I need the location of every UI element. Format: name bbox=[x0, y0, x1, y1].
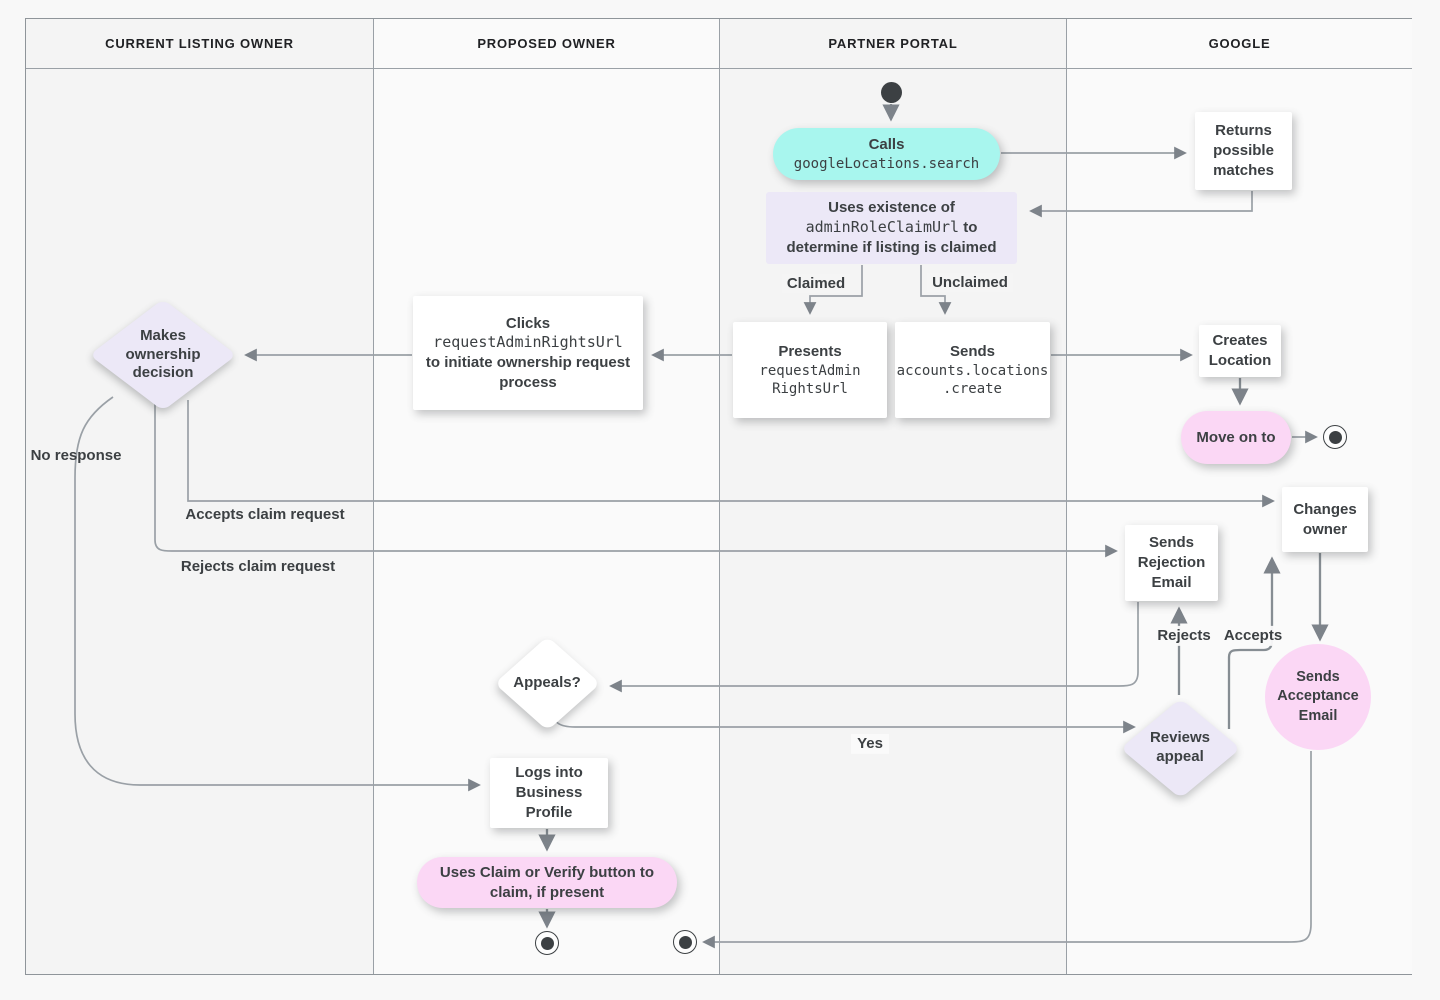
ownership-decision-diamond: Makes ownership decision bbox=[89, 299, 237, 411]
reviews-appeal-diamond: Reviews appeal bbox=[1119, 698, 1241, 798]
edge-accepts-claim-to-changes bbox=[187, 400, 1275, 508]
uses-existence-code: adminRoleClaimUrl bbox=[805, 218, 960, 237]
uses-existence-line2: adminRoleClaimUrl to bbox=[806, 218, 978, 238]
lane-header-partner-portal: PARTNER PORTAL bbox=[720, 19, 1066, 69]
edge-uses-to-sends-unclaimed bbox=[920, 265, 952, 315]
claim-verify-text: Uses Claim or Verify button to claim, if… bbox=[439, 863, 655, 901]
label-rejects-claim-request: Rejects claim request bbox=[180, 557, 336, 575]
calls-title: Calls bbox=[868, 136, 905, 153]
start-node bbox=[881, 82, 902, 103]
clicks-code: requestAdminRightsUrl bbox=[433, 333, 623, 352]
ownership-decision-text: Makes ownership decision bbox=[125, 326, 201, 382]
label-unclaimed: Unclaimed bbox=[927, 272, 1013, 294]
end-node-dot bbox=[1328, 430, 1342, 444]
move-on-text: Move on to bbox=[1196, 428, 1276, 446]
presents-code: requestAdmin RightsUrl bbox=[759, 362, 861, 397]
changes-owner-node: Changes owner bbox=[1282, 487, 1368, 552]
appeals-text: Appeals? bbox=[513, 673, 581, 691]
edge-acceptance-to-end bbox=[702, 751, 1312, 949]
edge-appeals-yes-to-reviews bbox=[551, 707, 1136, 734]
returns-matches-node: Returns possible matches bbox=[1195, 112, 1292, 190]
end-node-google bbox=[1323, 425, 1347, 449]
edge-returns-to-uses bbox=[1029, 191, 1253, 218]
calls-google-locations-node: Calls googleLocations.search bbox=[773, 128, 1000, 180]
presents-url-node: Presents requestAdmin RightsUrl bbox=[733, 322, 887, 418]
label-no-response: No response bbox=[30, 446, 122, 464]
label-accepts: Accepts bbox=[1217, 625, 1289, 647]
label-rejects: Rejects bbox=[1151, 625, 1217, 647]
clicks-rest: to initiate ownership request process bbox=[425, 353, 631, 391]
lane-current-listing-owner: CURRENT LISTING OWNER bbox=[26, 19, 374, 974]
logs-in-text: Logs into Business Profile bbox=[515, 764, 583, 821]
edge-uses-to-presents-claimed bbox=[803, 265, 863, 315]
appeals-diamond: Appeals? bbox=[493, 635, 601, 731]
acceptance-email-text: Sends Acceptance Email bbox=[1277, 669, 1359, 724]
edge-rejection-to-appeals bbox=[609, 602, 1139, 693]
sends-create-node: Sends accounts.locations .create bbox=[895, 322, 1050, 418]
logs-in-node: Logs into Business Profile bbox=[490, 758, 608, 828]
creates-location-text: Creates Location bbox=[1208, 332, 1272, 369]
end-node-dot bbox=[540, 936, 554, 950]
clicks-url-node: Clicks requestAdminRightsUrl to initiate… bbox=[413, 296, 643, 410]
uses-existence-after-code: to bbox=[959, 219, 978, 237]
creates-location-node: Creates Location bbox=[1199, 325, 1281, 377]
edge-rejects-claim-to-rejection bbox=[154, 397, 1118, 558]
move-on-node: Move on to bbox=[1181, 411, 1291, 464]
presents-title: Presents bbox=[778, 342, 842, 360]
uses-existence-line1: Uses existence of bbox=[828, 199, 955, 217]
end-node-dot bbox=[678, 935, 692, 949]
uses-existence-line3: determine if listing is claimed bbox=[786, 238, 997, 256]
changes-owner-text: Changes owner bbox=[1293, 500, 1357, 538]
end-node-proposed-owner bbox=[535, 931, 559, 955]
sends-create-code: accounts.locations .create bbox=[896, 362, 1049, 397]
label-yes: Yes bbox=[851, 733, 889, 755]
uses-existence-node: Uses existence of adminRoleClaimUrl to d… bbox=[766, 192, 1017, 264]
clicks-title: Clicks bbox=[505, 314, 551, 332]
rejection-email-text: Sends Rejection Email bbox=[1137, 534, 1206, 591]
lane-header-current-listing-owner: CURRENT LISTING OWNER bbox=[26, 19, 373, 69]
lane-header-proposed-owner: PROPOSED OWNER bbox=[374, 19, 719, 69]
sends-create-title: Sends bbox=[949, 342, 995, 360]
acceptance-email-node: Sends Acceptance Email bbox=[1265, 644, 1371, 750]
reviews-appeal-text: Reviews appeal bbox=[1149, 729, 1211, 765]
edge-no-response-to-logs bbox=[74, 396, 481, 792]
end-node-partner-portal bbox=[673, 930, 697, 954]
calls-code: googleLocations.search bbox=[793, 155, 980, 172]
claim-verify-node: Uses Claim or Verify button to claim, if… bbox=[417, 857, 677, 908]
rejection-email-node: Sends Rejection Email bbox=[1125, 525, 1218, 601]
lane-header-google: GOOGLE bbox=[1067, 19, 1412, 69]
returns-matches-text: Returns possible matches bbox=[1213, 122, 1274, 179]
label-accepts-claim-request: Accepts claim request bbox=[185, 505, 345, 523]
label-claimed: Claimed bbox=[781, 273, 851, 295]
